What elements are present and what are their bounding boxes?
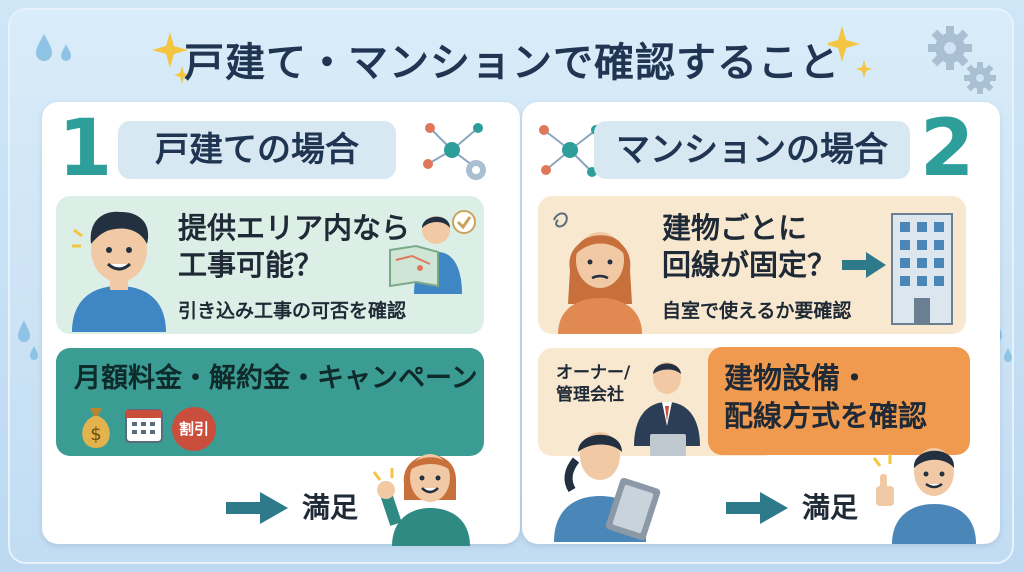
woman-with-tablet-illustration — [554, 432, 661, 542]
svg-text:$: $ — [90, 424, 101, 445]
apartment-heading: マンションの場合 — [594, 121, 910, 179]
area-check-line1: 提供エリア内なら — [178, 211, 411, 245]
detached-house-heading: 戸建ての場合 — [118, 121, 396, 179]
step-number: 2 — [920, 104, 975, 194]
building-line-line1: 建物ごとに — [662, 211, 808, 245]
worried-woman-illustration — [553, 212, 642, 334]
equipment-callout — [708, 347, 970, 455]
satisfied-label: 満足 — [302, 491, 359, 524]
equipment-line1: 建物設備・ — [724, 361, 870, 395]
calendar-icon — [125, 409, 163, 443]
step-number: 1 — [58, 104, 113, 194]
sparkle-icon — [152, 32, 190, 84]
smiling-man-illustration — [72, 211, 166, 332]
building-line-subtext: 自室で使えるか要確認 — [662, 300, 852, 322]
arrow-right-icon — [726, 492, 788, 524]
building-line-line2: 回線が固定？ — [662, 248, 837, 282]
fee-panel-title: 月額料金・解約金・キャンペーン — [74, 363, 478, 394]
owner-label-line2: 管理会社 — [556, 385, 624, 405]
discount-badge: 割引 — [172, 407, 216, 451]
apartment-building-icon — [891, 213, 953, 325]
gear-icon — [928, 26, 996, 94]
satisfied-label: 満足 — [802, 491, 859, 524]
page-title: 戸建て・マンションで確認すること — [184, 40, 840, 86]
water-drop-icon — [36, 34, 71, 61]
arrow-right-icon — [842, 252, 886, 278]
cheering-woman-illustration — [372, 454, 470, 546]
arrow-right-icon — [226, 492, 288, 524]
thumbs-up-man-illustration — [872, 448, 976, 544]
money-bag-icon: $ — [82, 408, 110, 448]
network-icon — [423, 123, 486, 180]
manager-illustration — [634, 362, 700, 456]
water-drop-icon — [18, 320, 38, 360]
area-check-line2: 工事可能？ — [178, 248, 324, 282]
owner-label-line1: オーナー/ — [556, 363, 631, 383]
woman-with-map-illustration — [389, 210, 476, 294]
area-check-subtext: 引き込み工事の可否を確認 — [178, 300, 407, 322]
sparkle-icon — [828, 26, 872, 78]
equipment-line2: 配線方式を確認 — [724, 399, 928, 433]
